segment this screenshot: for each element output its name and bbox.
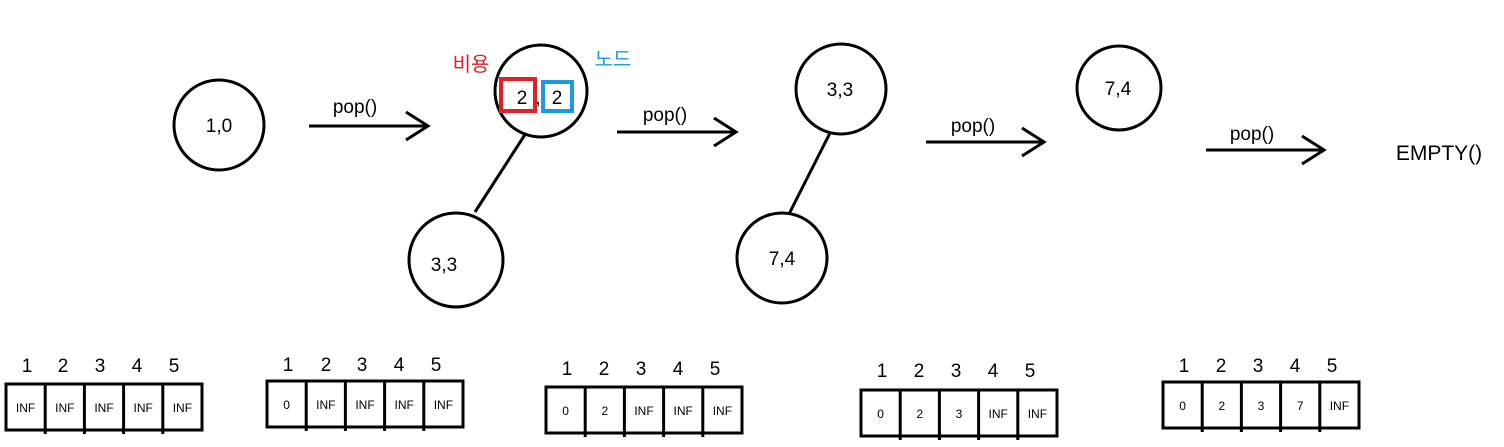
empty-state-label: EMPTY() — [1396, 142, 1482, 165]
distance-cell: 0 — [1179, 399, 1186, 413]
distance-cell: INF — [1330, 399, 1349, 413]
node-index-label: 3 — [951, 361, 962, 382]
distance-cell: 0 — [283, 398, 290, 412]
distance-cell: INF — [1028, 407, 1047, 421]
distance-cell: 3 — [1258, 399, 1265, 413]
heap-node-circle — [794, 42, 888, 136]
node-highlight-box — [541, 80, 574, 113]
node-index-label: 4 — [673, 359, 684, 380]
heap-node-label: 3,3 — [431, 255, 457, 276]
pop-label: pop() — [643, 105, 687, 126]
node-cost-value: 2 — [517, 88, 528, 109]
distance-table: INF INF INF INF INF 1 2 3 4 5 — [4, 356, 204, 434]
distance-cell: INF — [355, 398, 374, 412]
distance-cell: INF — [674, 404, 693, 418]
node-index-label: 3 — [357, 355, 368, 376]
heap-state-1: 1,0 — [172, 78, 266, 172]
pop-arrow-1: pop() — [309, 97, 431, 142]
node-id-value: 2 — [552, 88, 563, 109]
heap-node-circle — [1075, 44, 1163, 132]
distance-cell: INF — [395, 398, 414, 412]
node-index-label: 1 — [877, 361, 888, 382]
node-index-label: 5 — [1025, 361, 1036, 382]
pop-label: pop() — [333, 97, 377, 118]
heap-node-circle — [735, 211, 829, 305]
pop-label: pop() — [1230, 124, 1274, 145]
distance-cell: 7 — [1297, 399, 1304, 413]
node-index-label: 1 — [22, 356, 33, 377]
heap-node-circle — [407, 211, 505, 309]
node-index-label: 2 — [914, 361, 925, 382]
distance-cell: INF — [434, 398, 453, 412]
distance-cell: INF — [16, 401, 35, 415]
distance-cell: 0 — [877, 407, 884, 421]
distance-cell: INF — [94, 401, 113, 415]
node-index-label: 1 — [283, 355, 294, 376]
distance-cell: 3 — [956, 407, 963, 421]
distance-table: 0 INF INF INF INF 1 2 3 4 5 — [265, 355, 465, 431]
node-index-label: 3 — [1253, 356, 1264, 377]
node-index-label: 3 — [636, 359, 647, 380]
pop-arrow-3: pop() — [926, 116, 1047, 158]
node-index-label: 4 — [988, 361, 999, 382]
heap-edge — [473, 132, 528, 213]
heap-node-circle — [172, 78, 266, 172]
distance-cell: INF — [55, 401, 74, 415]
table-border — [4, 382, 204, 432]
heap-state-2: 2 , 2 비용 노드 3,3 — [407, 43, 632, 309]
node-index-label: 2 — [321, 355, 332, 376]
distance-cell: 2 — [916, 407, 923, 421]
node-index-label: 5 — [169, 356, 180, 377]
pop-label: pop() — [951, 116, 995, 137]
node-index-label: 5 — [431, 355, 442, 376]
cost-legend-label: 비용 — [453, 53, 490, 76]
node-legend-label: 노드 — [595, 49, 632, 71]
node-index-label: 2 — [599, 359, 610, 380]
heap-state-4: 7,4 — [1075, 44, 1163, 132]
table-border — [265, 379, 465, 429]
table-border — [544, 385, 744, 435]
node-index-label: 2 — [1216, 356, 1227, 377]
heap-node-label: 1,0 — [206, 116, 232, 137]
distance-cell: INF — [634, 404, 653, 418]
cost-highlight-box — [499, 77, 537, 113]
distance-cell: INF — [713, 404, 732, 418]
distance-table: 0 2 3 7 INF 1 2 3 4 5 — [1161, 356, 1361, 432]
node-index-label: 5 — [1327, 356, 1338, 377]
pop-arrow-4: pop() — [1206, 124, 1327, 166]
node-separator: , — [535, 88, 540, 109]
table-border — [859, 388, 1059, 438]
pop-arrow-2: pop() — [617, 105, 739, 148]
distance-cell: INF — [989, 407, 1008, 421]
distance-cell: INF — [134, 401, 153, 415]
heap-state-3: 3,3 7,4 — [735, 42, 888, 305]
heap-node-label: 3,3 — [827, 80, 853, 101]
heap-node-label: 7,4 — [769, 249, 796, 270]
node-index-label: 1 — [1179, 356, 1190, 377]
distance-cell: 2 — [601, 404, 608, 418]
heap-node-circle — [493, 43, 589, 139]
distance-cell: INF — [173, 401, 192, 415]
heap-edge — [787, 132, 832, 215]
node-index-label: 4 — [132, 356, 143, 377]
node-index-label: 4 — [394, 355, 405, 376]
heap-node-label: 7,4 — [1105, 79, 1132, 100]
distance-cell: 2 — [1218, 399, 1225, 413]
node-index-label: 2 — [58, 356, 69, 377]
distance-cell: INF — [316, 398, 335, 412]
distance-cell: 0 — [562, 404, 569, 418]
node-index-label: 5 — [710, 359, 721, 380]
table-border — [1161, 380, 1361, 430]
node-index-label: 1 — [562, 359, 573, 380]
node-index-label: 3 — [95, 356, 106, 377]
node-index-label: 4 — [1290, 356, 1301, 377]
